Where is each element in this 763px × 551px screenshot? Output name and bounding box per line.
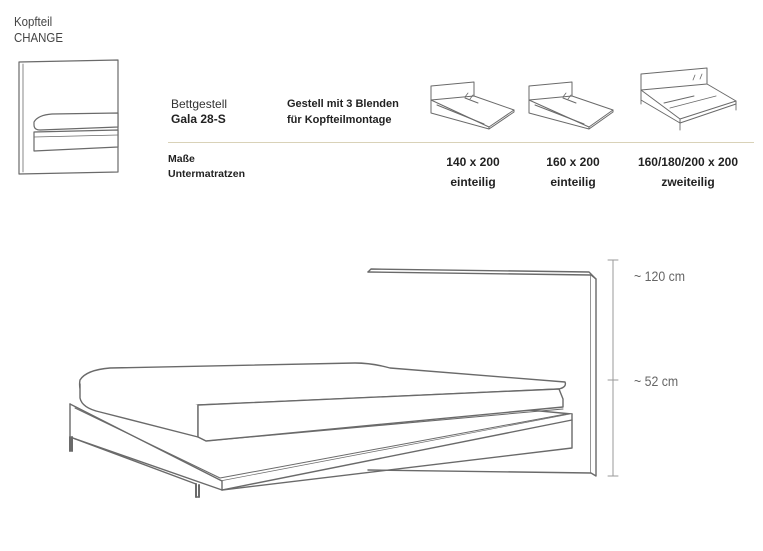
frame-height-label: ~ 52 cm: [634, 373, 679, 389]
header-divider: [168, 142, 754, 143]
frame-model-name: Gala 28-S: [171, 112, 226, 126]
variant-3-type: zweiteilig: [661, 175, 715, 189]
leg-front-right: [195, 483, 200, 498]
variant-1-type: einteilig: [450, 175, 496, 189]
thumb-mattress: [33, 112, 119, 131]
frame-right-face: [221, 413, 573, 491]
variant-2-size: 160 x 200: [546, 155, 600, 169]
variant-3-size: 160/180/200 x 200: [637, 155, 739, 169]
headboard-right-edge: [590, 274, 597, 477]
large-bed-drawing: [69, 268, 597, 498]
variant-2-type: einteilig: [550, 175, 596, 189]
frame-description-line2: für Kopfteilmontage: [287, 114, 392, 126]
leg-front-left: [69, 436, 73, 452]
frame-icon-2: [528, 81, 614, 130]
mattress-base-label: Untermatratzen: [168, 168, 246, 180]
headboard-title: Kopfteil CHANGE: [14, 14, 70, 46]
mattress-base-line: [197, 408, 564, 442]
frame-description-line1: Gestell mit 3 Blenden: [287, 98, 399, 110]
headboard-title-line1: Kopfteil: [14, 14, 53, 29]
frame-inner-edge: [74, 407, 567, 479]
variant-2: 160 x 200 einteilig: [503, 152, 643, 192]
headboard-thumbnail: [18, 59, 119, 175]
total-height-label: ~ 120 cm: [634, 268, 686, 284]
frame-label: Bettgestell: [171, 97, 228, 111]
variant-1: 140 x 200 einteilig: [403, 152, 543, 192]
variant-1-size: 140 x 200: [446, 155, 500, 169]
dimensions-label: Maße: [168, 153, 195, 165]
frame-right-lower: [221, 419, 573, 491]
variant-3: 160/180/200 x 200 zweiteilig: [618, 152, 758, 192]
headboard-title-line2: CHANGE: [14, 30, 63, 45]
mattress-front: [79, 383, 199, 438]
thumb-base: [33, 129, 119, 152]
frame-icon-3: [640, 67, 737, 131]
headboard-top-edge: [367, 268, 597, 280]
frame-front-lower: [69, 436, 223, 491]
thumb-headboard: [18, 59, 119, 175]
thumb-base-top: [33, 134, 119, 138]
frame-icon-1: [430, 81, 515, 130]
dimension-indicator: [607, 259, 619, 477]
